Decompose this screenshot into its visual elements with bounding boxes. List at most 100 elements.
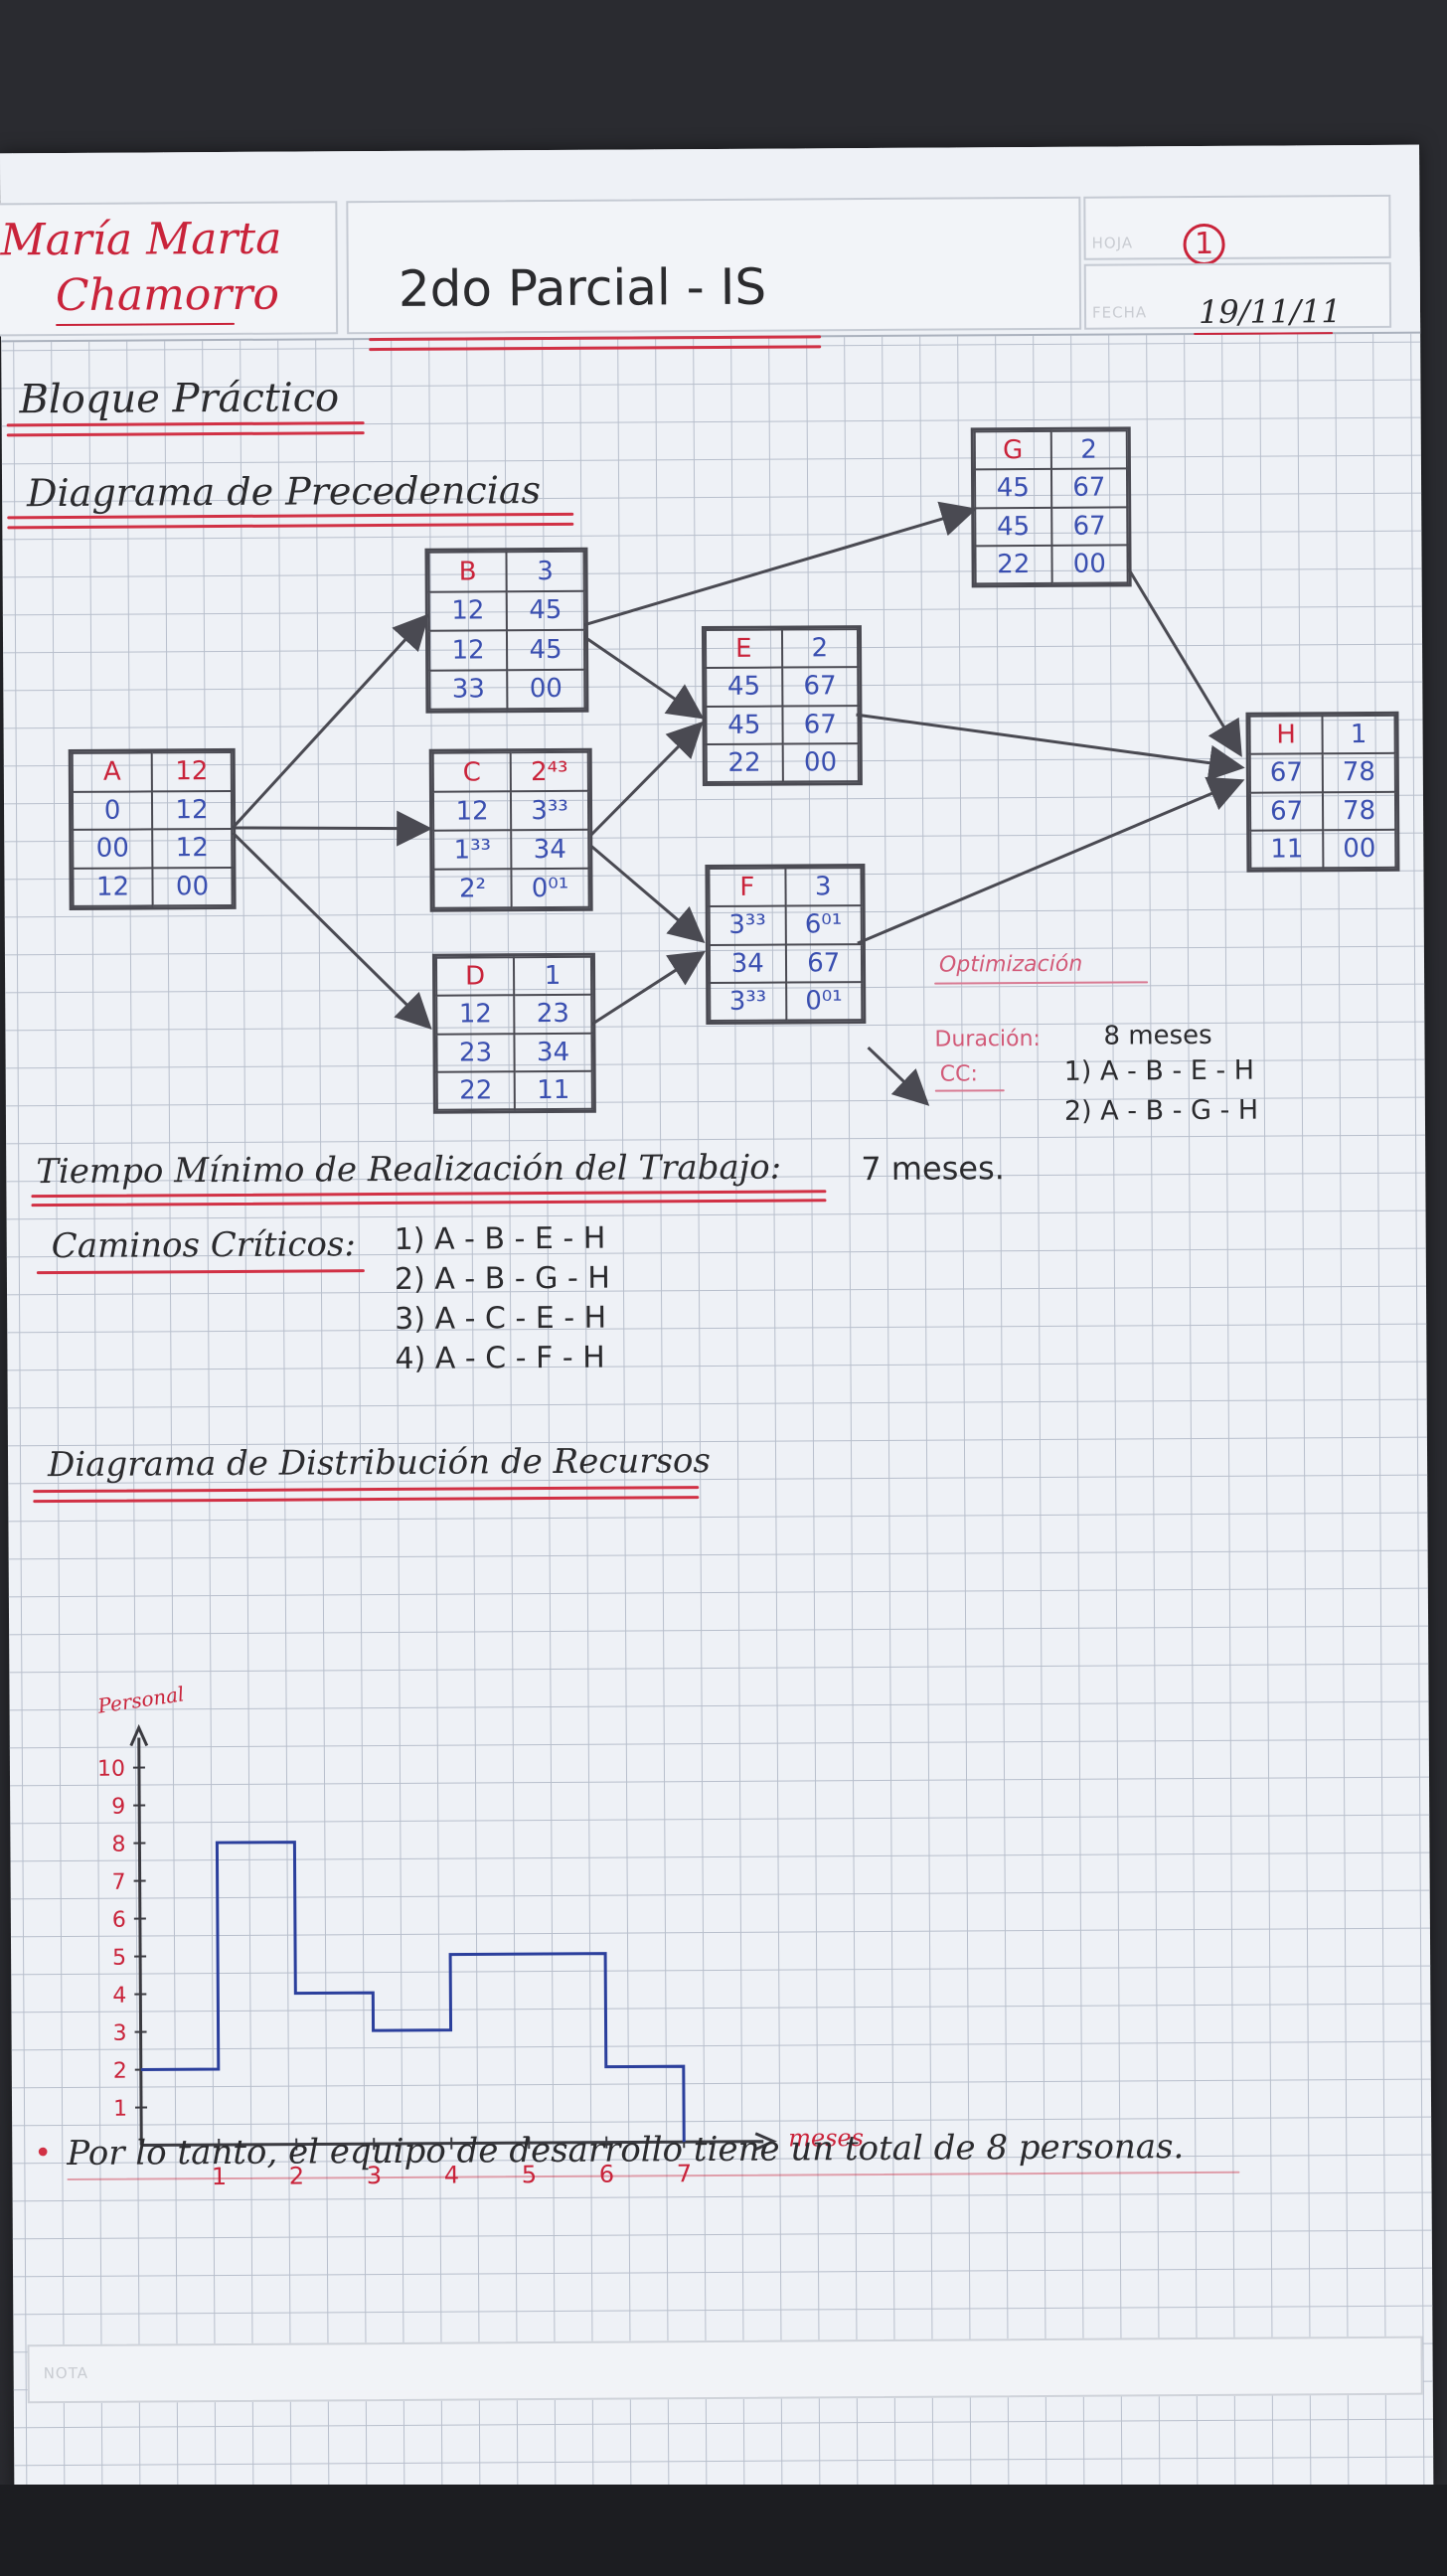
node-f-ls: 34 [709,944,786,983]
optimization-title: Optimización [938,951,1083,978]
node-g-slack2: 00 [1050,545,1128,583]
y-tick-label: 1 [113,2097,127,2122]
node-a-lf: 12 [152,828,233,868]
y-tick-label: 6 [112,1908,126,1933]
critical-path-2: 2) A - B - G - H [394,1260,610,1297]
node-e-slack2: 00 [782,742,859,782]
node-e-name: E [705,629,782,669]
node-f-es: 3³³ [709,905,786,945]
node-e-es: 45 [706,667,782,707]
node-c-slack1: 2² [433,869,512,908]
arrow-a-c [233,810,433,847]
node-h-es: 67 [1249,753,1323,793]
node-g-es: 45 [974,469,1051,508]
node-c-es: 12 [432,791,512,831]
node-f-name: F [709,868,786,907]
node-b-lf: 45 [506,629,585,670]
exam-sheet: María Marta Chamorro 2do Parcial - IS HO… [0,144,1434,2495]
critical-path-3: 3) A - C - E - H [395,1300,607,1337]
arrow-c-e [589,721,704,837]
node-b-duration: 3 [506,551,584,591]
y-tick-label: 2 [113,2059,127,2084]
node-h-duration: 1 [1322,715,1395,754]
x-tick-label: 5 [522,2161,537,2188]
node-e-ef: 67 [781,667,859,707]
node-c-slack2: 0⁰¹ [511,868,589,908]
x-tick-label: 6 [599,2161,614,2188]
node-d-duration: 1 [513,956,592,996]
node-e-lf: 67 [781,705,859,744]
node-b-es: 12 [428,590,507,631]
x-tick-label: 7 [677,2160,692,2187]
node-b-ef: 45 [506,590,584,631]
optimization-path-1: 1) A - B - E - H [1063,1054,1255,1087]
x-tick-label: 1 [212,2163,227,2190]
node-d-lf: 34 [514,1033,592,1071]
node-d-es: 12 [436,995,515,1035]
min-time-value: 7 meses. [861,1149,1005,1189]
node-h-ls: 67 [1249,791,1324,831]
node-b-ls: 12 [428,630,508,671]
precedence-arrows [232,501,1245,1106]
arrow-e-h [856,713,1245,781]
desk-background [0,2485,1447,2576]
section-resources-title: Diagrama de Distribución de Recursos [47,1441,711,1486]
resources-underline-1 [33,1486,700,1494]
node-b-slack2: 00 [507,669,585,710]
node-e-duration: 2 [781,629,859,668]
cc-underline [934,1089,1005,1092]
node-h-ef: 78 [1322,753,1395,792]
x-axis-label: meses [788,2124,864,2152]
node-c-name: C [432,752,511,792]
optimization-path-2: 2) A - B - G - H [1063,1094,1259,1127]
x-axis-arrow [754,2132,777,2152]
node-g-ef: 67 [1050,468,1128,508]
node-f-duration: 3 [784,868,862,906]
node-a-duration: 12 [151,751,232,791]
y-axis-arrow [129,1723,149,1747]
x-tick-label: 4 [444,2162,459,2189]
node-a-name: A [72,752,152,792]
y-tick-label: 10 [97,1757,125,1782]
arrow-c-f [589,844,706,943]
node-e-slack1: 22 [706,743,783,783]
critical-path-1: 1) A - B - E - H [394,1220,606,1257]
node-a-slack2: 00 [152,867,233,906]
node-b-slack1: 33 [429,669,508,710]
y-tick-label: 7 [112,1870,126,1895]
node-g-ls: 45 [975,507,1051,547]
node-a-ls: 00 [73,829,153,869]
cc-label: CC: [939,1061,978,1087]
node-d-ef: 23 [514,994,592,1034]
node-h-name: H [1249,716,1323,754]
resource-step-line [140,1841,686,2143]
y-tick-label: 3 [112,2021,126,2046]
node-f-slack2: 0⁰¹ [785,981,863,1021]
critical-path-4: 4) A - C - F - H [395,1340,605,1376]
node-c-ef: 3³³ [510,790,589,831]
node-h-lf: 78 [1322,791,1396,830]
nota-box: NOTA [27,2335,1423,2404]
arrow-d-f [590,950,706,1027]
node-h-slack1: 11 [1250,829,1324,869]
node-d-slack2: 11 [514,1070,592,1110]
arrow-b-e [583,635,705,720]
node-e-ls: 45 [706,706,783,744]
node-f-slack1: 3³³ [710,982,786,1022]
x-tick-label: 3 [367,2162,382,2189]
y-axis [137,1737,143,2146]
arrow-a-b [232,613,429,829]
x-tick-label: 2 [289,2163,304,2190]
node-a-ef: 12 [151,790,233,830]
y-tick-label: 5 [112,1946,126,1971]
node-a-es: 0 [72,790,153,830]
arrow-f-h [857,776,1245,945]
